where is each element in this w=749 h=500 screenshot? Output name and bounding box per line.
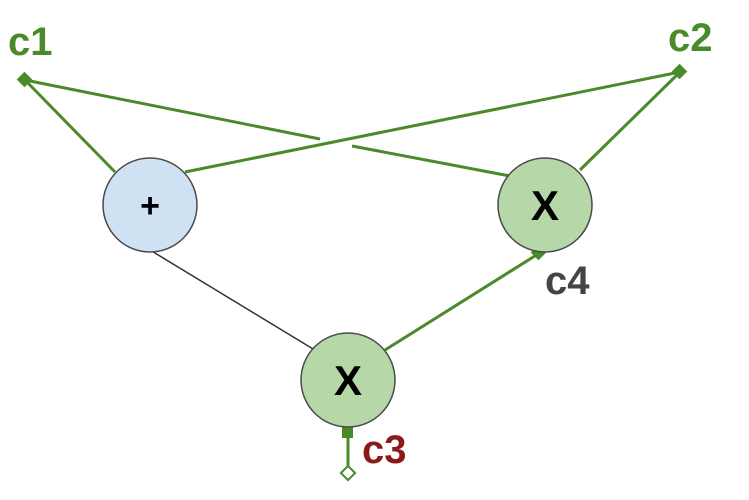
label-c1: c1: [8, 20, 53, 64]
wire-c1-to-mul-right-a: [24, 78, 321, 141]
wire-add-to-mul-bottom: [149, 249, 319, 353]
wire-mul-bottom-to-mul-right: [384, 252, 539, 352]
wire-c1-to-add: [23, 78, 117, 174]
add-node-symbol: +: [140, 187, 160, 225]
c3-port-marker: [342, 427, 353, 438]
add-node-circle: [102, 157, 198, 253]
mul-right-node-circle: [497, 157, 593, 253]
wire-c2-to-add: [184, 70, 681, 174]
mul-bottom-node-symbol: X: [334, 357, 362, 404]
mul-right-node: X: [497, 157, 593, 253]
c3-input-marker: [339, 464, 357, 482]
wires: [23, 70, 682, 470]
mul-bottom-node: X: [300, 332, 396, 428]
mul-bottom-node-circle: [300, 332, 396, 428]
c1-port-marker: [16, 71, 33, 88]
wire-c1-to-mul-right-b: [351, 144, 511, 178]
label-c4: c4: [545, 259, 590, 303]
mul-right-node-symbol: X: [531, 182, 559, 229]
add-node: +: [102, 157, 198, 253]
label-c2: c2: [668, 16, 713, 60]
label-c3: c3: [362, 428, 407, 472]
wire-c2-to-mul-right: [578, 70, 682, 172]
